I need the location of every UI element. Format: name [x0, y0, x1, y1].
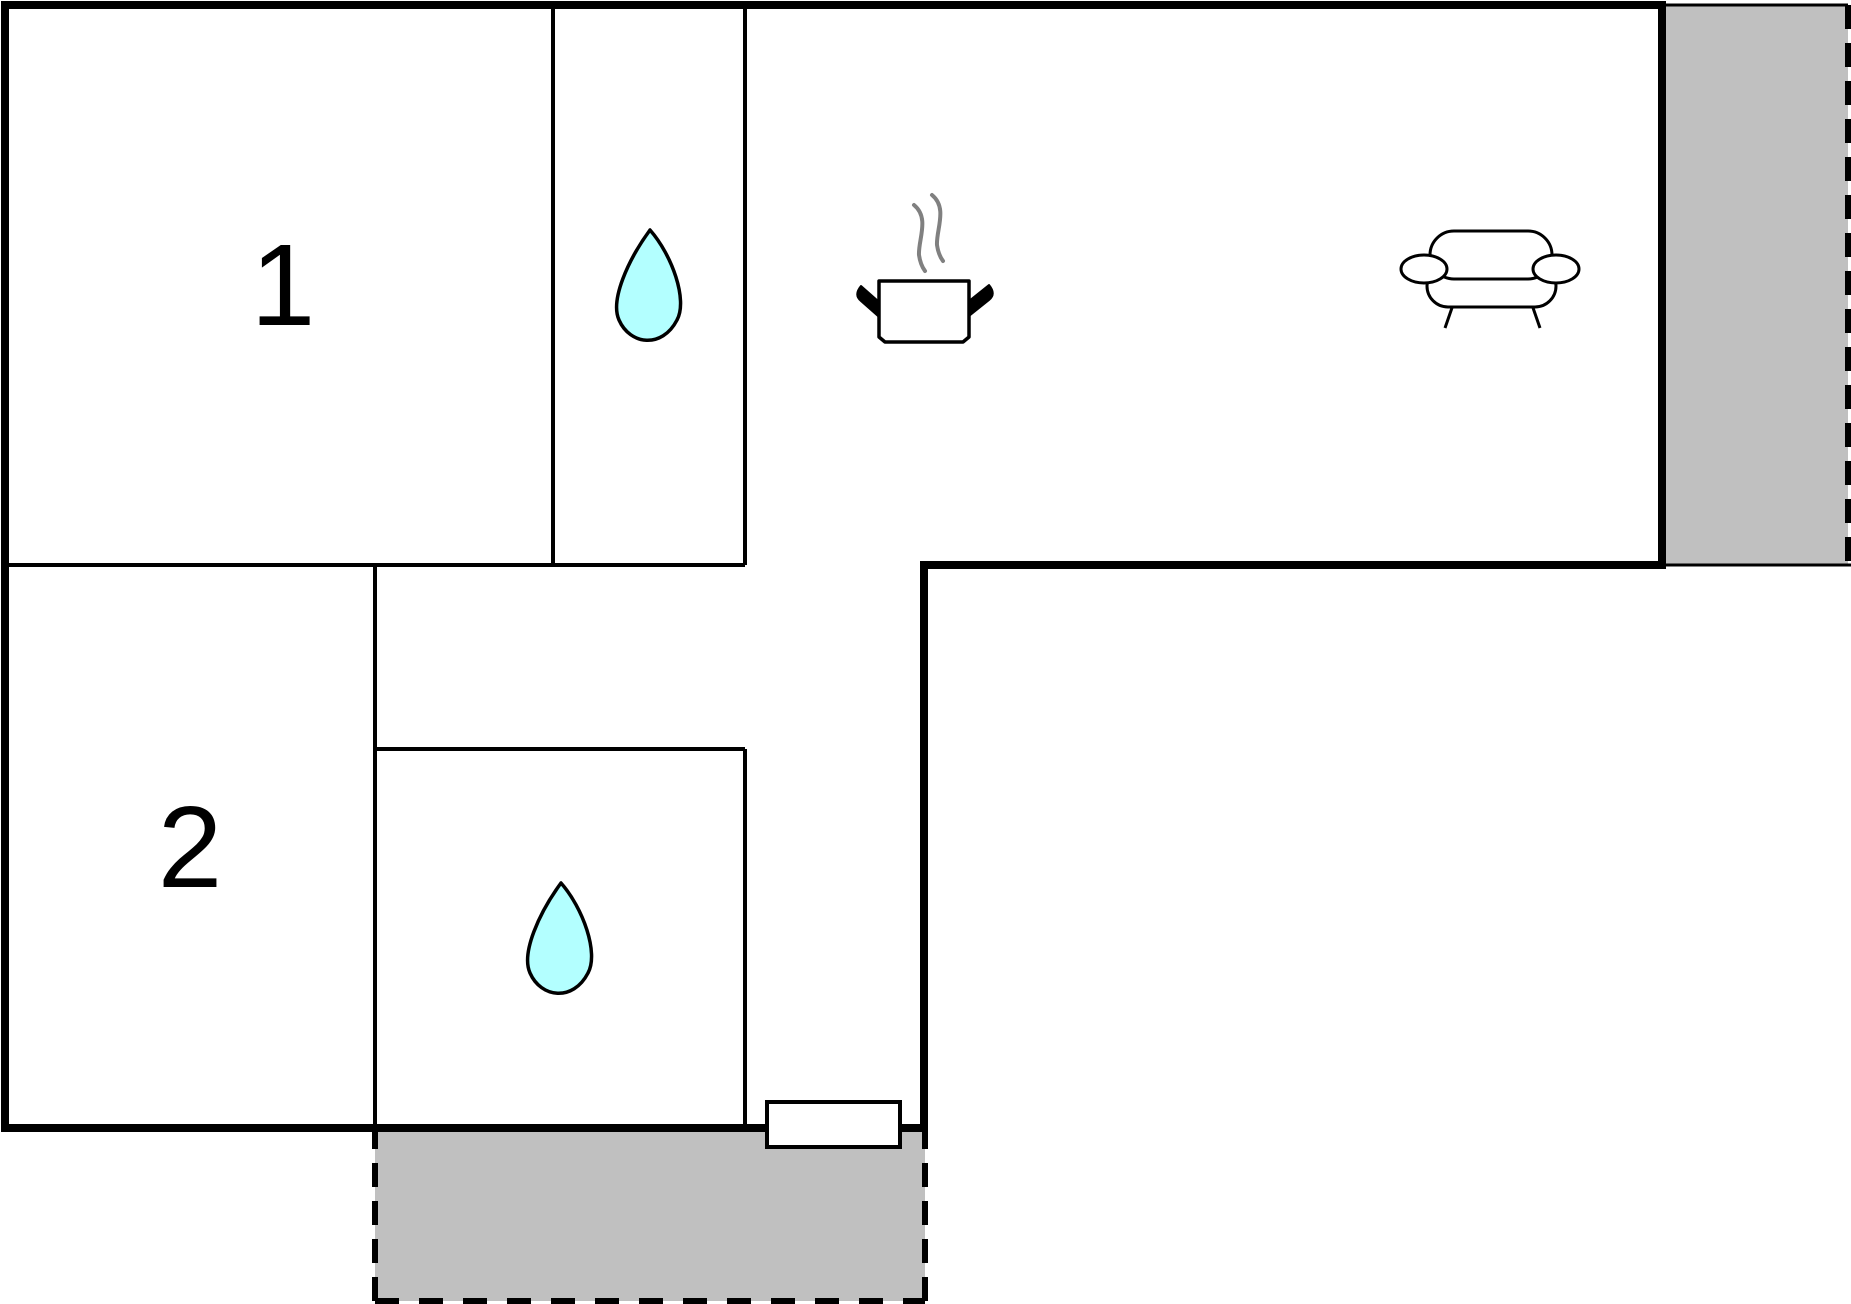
- sofa-icon: [1399, 229, 1581, 329]
- water-drop-icon: [614, 228, 683, 342]
- water-drop-icon: [525, 881, 594, 995]
- interior-walls: [5, 5, 747, 1128]
- exterior-wall: [1, 1, 1666, 1132]
- entrance-door: [765, 1100, 902, 1149]
- terrace-right: [1662, 3, 1851, 567]
- room-2-label: 2: [158, 782, 223, 912]
- room-1-label: 1: [251, 220, 316, 350]
- terrace-bottom: [372, 1125, 928, 1304]
- cooking-pot-icon: [856, 193, 994, 344]
